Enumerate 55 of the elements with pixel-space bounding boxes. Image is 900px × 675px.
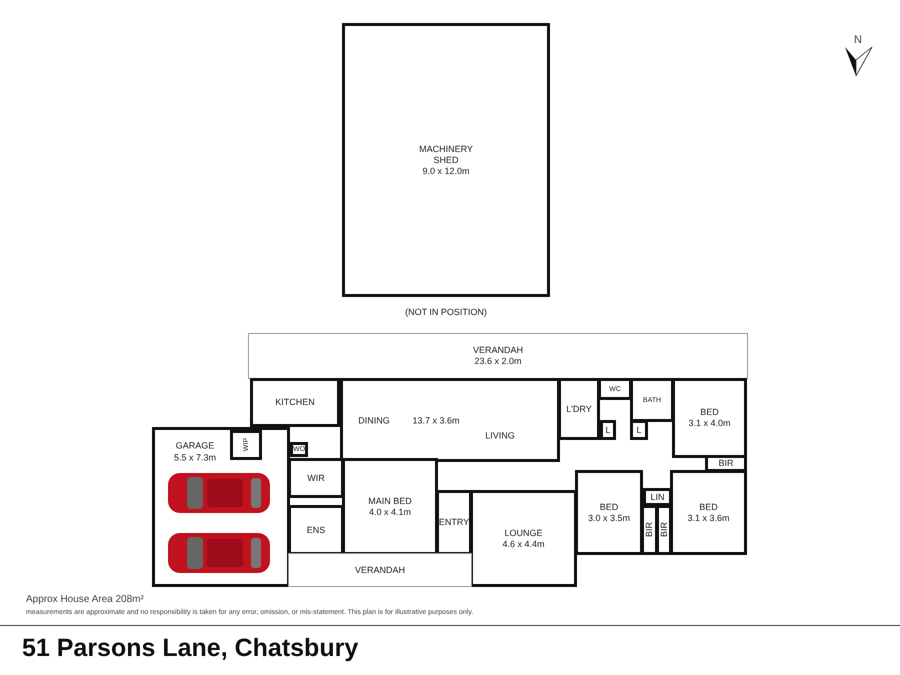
verandah-area: [288, 553, 472, 587]
room: [630, 378, 674, 422]
room: [342, 458, 438, 555]
room-label: BIR: [644, 522, 655, 538]
room-dimensions: 3.1 x 4.0m: [688, 418, 731, 429]
room: [288, 505, 344, 555]
room-dimensions: 9.0 x 12.0m: [422, 166, 470, 176]
room: [470, 490, 577, 587]
verandah-area: [248, 333, 748, 379]
room-dimensions: 4.0 x 4.1m: [368, 506, 412, 518]
room-label: VERANDAH: [472, 345, 523, 356]
room-label: KITCHEN: [275, 397, 315, 408]
room: [630, 420, 648, 440]
room: [558, 378, 600, 440]
room: [230, 430, 262, 460]
room-label: DINING: [358, 416, 390, 426]
room-dimensions: 5.5 x 7.3m: [174, 452, 216, 464]
room-label: BED: [700, 407, 719, 418]
room-label: L: [636, 424, 642, 436]
room-dimensions: 23.6 x 2.0m: [474, 356, 522, 367]
shed-outline: [342, 23, 550, 297]
note-text: (NOT IN POSITION): [405, 307, 487, 317]
room-label: BIR: [658, 522, 670, 538]
room-label: MAIN BED: [368, 496, 412, 506]
room-dimensions: 3.1 x 3.6m: [687, 512, 730, 524]
room-label: ENS: [306, 524, 326, 536]
room-label: WIR: [307, 472, 325, 484]
room-label: BIR: [718, 458, 734, 469]
room-label: L: [605, 424, 610, 436]
room: [575, 470, 643, 555]
room-label: BED: [600, 502, 618, 512]
address-title: 51 Parsons Lane, Chatsbury: [22, 634, 358, 663]
area-note: Approx House Area 208m²: [26, 594, 144, 605]
room-label: MACHINERY SHED: [418, 144, 474, 166]
room: [672, 378, 747, 458]
room-label: GARAGE: [176, 440, 214, 452]
room-label: ENTRY: [438, 517, 470, 528]
room: [288, 458, 344, 498]
room-label: LIVING: [485, 430, 515, 442]
room: [290, 442, 308, 457]
room: [340, 378, 560, 462]
room: [436, 490, 472, 555]
room: [600, 420, 616, 440]
room-label: L'DRY: [566, 404, 592, 414]
room: [250, 378, 340, 427]
room-label: BED: [699, 502, 718, 512]
room-label: VERANDAH: [354, 564, 405, 576]
room-dimensions: 13.7 x 3.6m: [412, 416, 460, 426]
room-dimensions: 4.6 x 4.4m: [502, 538, 545, 550]
room-label: LIN: [650, 492, 664, 502]
compass-letter: N: [854, 34, 862, 46]
room: [670, 470, 747, 555]
room-dimensions: 3.0 x 3.5m: [588, 512, 630, 524]
room: [598, 378, 632, 400]
room-label: LOUNGE: [504, 528, 542, 538]
